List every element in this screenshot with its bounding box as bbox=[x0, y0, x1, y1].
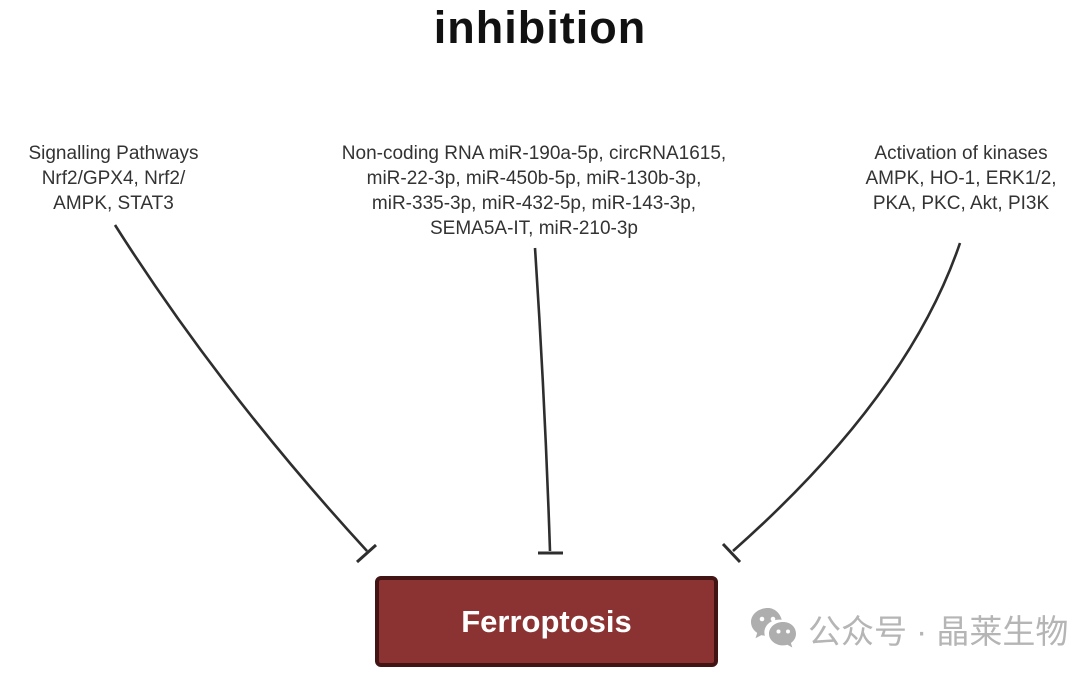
node-line: SEMA5A-IT, miR-210-3p bbox=[429, 218, 638, 239]
node-line: PKA, PKC, Akt, PI3K bbox=[872, 193, 1050, 214]
node-line: Signalling Pathways bbox=[28, 143, 199, 164]
node-line: miR-22-3p, miR-450b-5p, miR-130b-3p, bbox=[366, 168, 702, 189]
watermark: 公众号 · 晶莱生物 bbox=[750, 605, 1068, 653]
diagram-title: inhibition bbox=[433, 2, 647, 53]
inhibition-arrow-middle bbox=[533, 247, 552, 552]
node-non-coding-rna: Non-coding RNA miR-190a-5p, circRNA1615,… bbox=[293, 141, 775, 241]
node-line: Non-coding RNA miR-190a-5p, circRNA1615, bbox=[341, 143, 727, 164]
ferroptosis-label: Ferroptosis bbox=[461, 603, 632, 639]
watermark-text: 公众号 · 晶莱生物 bbox=[808, 613, 1069, 650]
node-line: Nrf2/GPX4, Nrf2/ bbox=[41, 168, 186, 189]
node-line: AMPK, STAT3 bbox=[53, 193, 174, 214]
inhibition-tbar-right bbox=[721, 542, 742, 564]
ferroptosis-box: Ferroptosis bbox=[375, 576, 718, 667]
inhibition-arrow-right bbox=[732, 242, 962, 552]
wechat-icon bbox=[751, 608, 796, 648]
node-line: miR-335-3p, miR-432-5p, miR-143-3p, bbox=[371, 193, 697, 214]
node-line: AMPK, HO-1, ERK1/2, bbox=[865, 168, 1057, 189]
inhibition-arrow-left bbox=[113, 224, 368, 552]
node-signalling-pathways: Signalling Pathways Nrf2/GPX4, Nrf2/ AMP… bbox=[6, 141, 221, 216]
node-line: Activation of kinases bbox=[874, 143, 1048, 164]
inhibition-tbar-left bbox=[355, 543, 378, 564]
node-activation-of-kinases: Activation of kinases AMPK, HO-1, ERK1/2… bbox=[845, 141, 1077, 216]
